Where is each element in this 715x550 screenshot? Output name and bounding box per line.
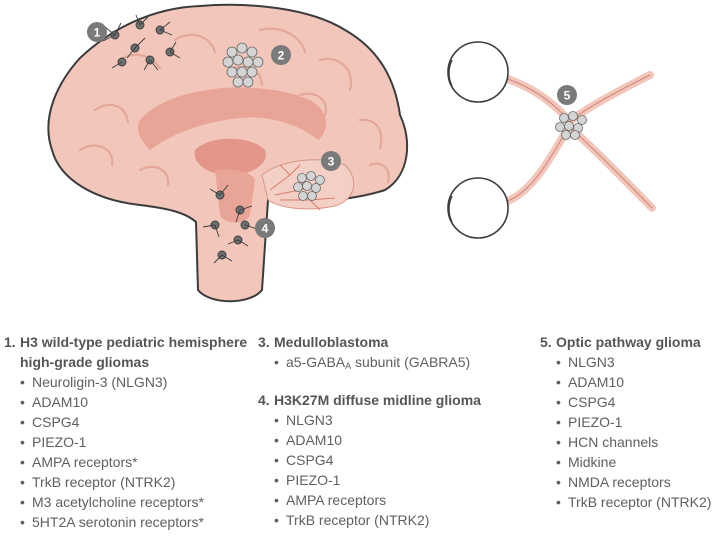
legend-group-4-title: H3K27M diffuse midline glioma <box>274 392 481 408</box>
legend-group-5-number: 5. <box>540 334 552 350</box>
list-item: NLGN3 <box>556 352 715 372</box>
eye-bottom <box>447 177 509 239</box>
svg-text:2: 2 <box>278 49 285 63</box>
corpus-callosum <box>138 87 327 150</box>
legend-group-4: 4. H3K27M diffuse midline glioma NLGN3 A… <box>258 390 498 530</box>
legend-group-5-header: 5. Optic pathway glioma <box>540 332 715 352</box>
legend-group-5-list: NLGN3 ADAM10 CSPG4 PIEZO-1 HCN channels … <box>540 352 715 512</box>
list-item: AMPA receptors* <box>20 452 259 472</box>
list-item: NLGN3 <box>274 410 498 430</box>
illustration: 1 2 3 4 5 <box>47 3 656 303</box>
legend-group-3-header: 3. Medulloblastoma <box>258 332 498 352</box>
list-item: ADAM10 <box>20 392 259 412</box>
badge-1: 1 <box>87 22 107 42</box>
legend-group-1-header: 1. H3 wild-type pediatric hemisphere hig… <box>4 332 259 372</box>
list-item: Neuroligin-3 (NLGN3) <box>20 372 259 392</box>
list-item: NMDA receptors <box>556 472 715 492</box>
legend-group-3-list: a5-GABAA subunit (GABRA5) <box>258 352 498 372</box>
list-item: CSPG4 <box>274 450 498 470</box>
legend-group-3-number: 3. <box>258 334 270 350</box>
legend-group-1: 1. H3 wild-type pediatric hemisphere hig… <box>4 332 259 532</box>
list-item: TrkB receptor (NTRK2) <box>556 492 715 512</box>
legend-group-4-number: 4. <box>258 392 270 408</box>
list-item: ADAM10 <box>274 430 498 450</box>
legend-column-2: 3. Medulloblastoma a5-GABAA subunit (GAB… <box>258 332 498 530</box>
list-item: CSPG4 <box>20 412 259 432</box>
list-item: PIEZO-1 <box>274 470 498 490</box>
list-item: CSPG4 <box>556 392 715 412</box>
brainstem <box>215 169 255 223</box>
badge-2: 2 <box>271 45 291 65</box>
list-item: 5HT2A serotonin receptors* <box>20 512 259 532</box>
tumor-1-glioma-cells <box>102 14 181 71</box>
tumor-3-cluster <box>293 171 325 201</box>
badge-5: 5 <box>557 85 577 105</box>
badge-3: 3 <box>321 151 341 171</box>
badge-4: 4 <box>255 218 275 238</box>
list-item: AMPA receptors <box>274 490 498 510</box>
legend-group-1-title: H3 wild-type pediatric hemisphere high-g… <box>20 334 248 370</box>
brain-illustration <box>47 3 409 303</box>
legend-group-1-number: 1. <box>4 334 16 350</box>
tumor-5-cluster <box>555 111 587 140</box>
tumor-2-cluster <box>222 42 264 88</box>
optic-pathway-illustration <box>447 41 656 239</box>
svg-text:5: 5 <box>564 89 571 103</box>
legend-group-4-list: NLGN3 ADAM10 CSPG4 PIEZO-1 AMPA receptor… <box>258 410 498 530</box>
list-item: HCN channels <box>556 432 715 452</box>
list-item: TrkB receptor (NTRK2) <box>20 472 259 492</box>
tumor-4-glioma-cells <box>202 184 258 264</box>
list-item: TrkB receptor (NTRK2) <box>274 510 498 530</box>
legend-group-3-title: Medulloblastoma <box>274 334 389 350</box>
list-item: Midkine <box>556 452 715 472</box>
svg-text:1: 1 <box>94 26 101 40</box>
list-item: M3 acetylcholine receptors* <box>20 492 259 512</box>
thalamus <box>194 138 266 175</box>
list-item: PIEZO-1 <box>20 432 259 452</box>
list-item: ADAM10 <box>556 372 715 392</box>
svg-text:4: 4 <box>262 222 269 236</box>
list-item: PIEZO-1 <box>556 412 715 432</box>
legend-group-3: 3. Medulloblastoma a5-GABAA subunit (GAB… <box>258 332 498 372</box>
legend-group-4-header: 4. H3K27M diffuse midline glioma <box>258 390 498 410</box>
svg-text:3: 3 <box>328 155 335 169</box>
eye-top <box>447 41 509 103</box>
list-item: a5-GABAA subunit (GABRA5) <box>274 352 498 372</box>
legend-group-5: 5. Optic pathway glioma NLGN3 ADAM10 CSP… <box>540 332 715 512</box>
legend-group-5-title: Optic pathway glioma <box>556 334 701 350</box>
legend-group-1-list: Neuroligin-3 (NLGN3) ADAM10 CSPG4 PIEZO-… <box>4 372 259 532</box>
